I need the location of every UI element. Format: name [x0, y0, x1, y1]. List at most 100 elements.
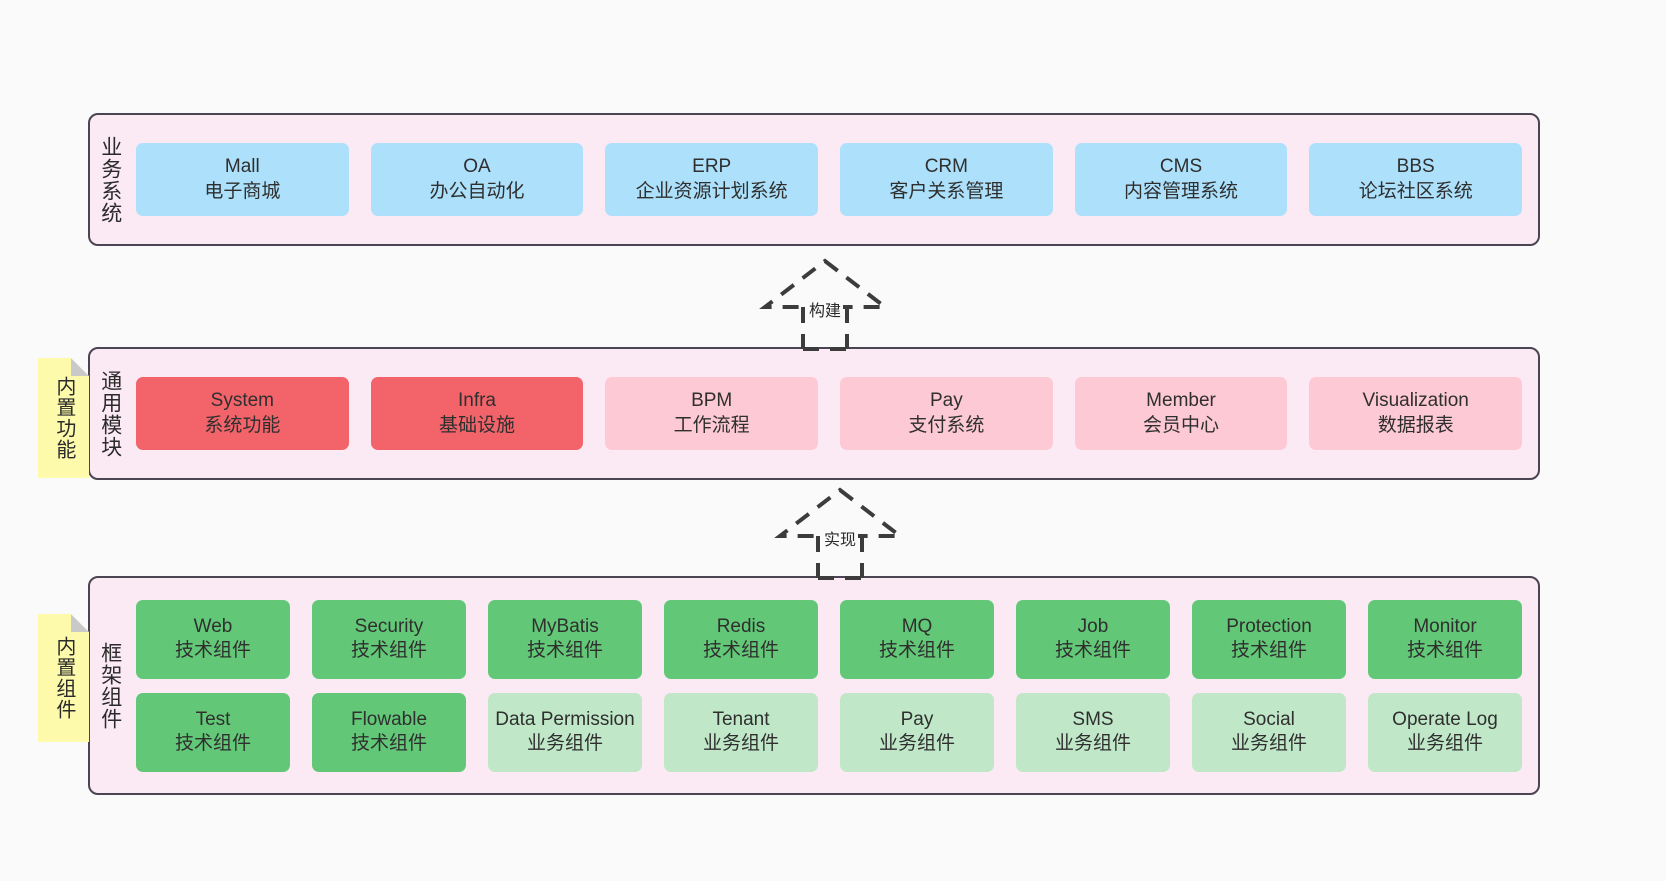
component-card-job[interactable]: Job 技术组件 [1016, 599, 1170, 679]
component-card-name: Pay [929, 390, 963, 412]
component-card-name: Operate Log [1392, 708, 1498, 730]
component-card-name: Mall [224, 156, 260, 178]
component-card-name: OA [463, 156, 491, 178]
component-card-subtitle: 数据报表 [1377, 414, 1454, 436]
component-card-protection[interactable]: Protection 技术组件 [1192, 599, 1346, 679]
component-card-mq[interactable]: MQ 技术组件 [840, 599, 994, 679]
component-card-name: Monitor [1413, 615, 1477, 637]
component-card-name: Job [1077, 615, 1109, 637]
component-card-sms[interactable]: SMS 业务组件 [1016, 692, 1170, 772]
component-card-subtitle: 电子商城 [204, 180, 281, 202]
component-card-name: MQ [901, 615, 933, 637]
component-card-subtitle: 技术组件 [702, 640, 779, 661]
component-card-subtitle: 基础设施 [439, 414, 516, 436]
component-card-name: Infra [457, 390, 497, 412]
component-card-name: Visualization [1362, 390, 1469, 412]
component-card-name: Flowable [350, 708, 428, 730]
component-card-subtitle: 工作流程 [673, 414, 750, 436]
component-card-subtitle: 技术组件 [174, 640, 251, 661]
component-card-subtitle: 技术组件 [350, 733, 427, 754]
component-card-name: SMS [1072, 708, 1114, 730]
sticky-note-label: 内置组件 [52, 636, 75, 720]
component-card-name: MyBatis [531, 615, 599, 637]
sticky-note-builtin-components: 内置组件 [38, 614, 89, 742]
component-card-subtitle: 支付系统 [908, 414, 985, 436]
sticky-note-label: 内置功能 [52, 376, 75, 460]
component-card-name: Redis [716, 615, 766, 637]
note-fold-corner-icon [71, 614, 89, 632]
generalization-arrow-realize: 实现 [760, 486, 920, 580]
component-card-name: Data Permission [495, 708, 635, 730]
component-card-subtitle: 企业资源计划系统 [635, 180, 788, 202]
component-card-subtitle: 业务组件 [878, 733, 955, 754]
component-card-subtitle: 论坛社区系统 [1358, 180, 1473, 202]
component-card-name: Tenant [712, 708, 770, 730]
component-card-subtitle: 技术组件 [350, 640, 427, 661]
component-card-name: Web [193, 615, 233, 637]
component-card-name: System [210, 390, 275, 412]
note-fold-corner-icon [71, 358, 89, 376]
layer-title-business: 业务系统 [98, 135, 122, 224]
layer-title-modules: 通用模块 [98, 369, 122, 458]
component-card-name: BPM [691, 390, 733, 412]
component-card-test[interactable]: Test 技术组件 [136, 692, 290, 772]
sticky-note-builtin-features: 内置功能 [38, 358, 89, 478]
component-card-subtitle: 业务组件 [1054, 733, 1131, 754]
component-card-subtitle: 业务组件 [1230, 733, 1307, 754]
arrow-label-realize: 实现 [821, 526, 859, 550]
component-card-name: Member [1146, 390, 1216, 412]
component-card-name: CMS [1159, 156, 1203, 178]
component-card-subtitle: 技术组件 [1054, 640, 1131, 661]
component-card-subtitle: 技术组件 [1230, 640, 1307, 661]
layer-title-framework: 框架组件 [98, 641, 122, 730]
component-card-subtitle: 客户关系管理 [889, 180, 1004, 202]
component-card-name: CRM [924, 156, 968, 178]
component-card-subtitle: 技术组件 [1406, 640, 1483, 661]
component-row: Test 技术组件 Flowable 技术组件 Data Permission 业务组件 T… [136, 692, 1522, 772]
arrow-label-build: 构建 [806, 297, 844, 321]
component-card-subtitle: 业务组件 [526, 733, 603, 754]
generalization-arrow-build: 构建 [745, 257, 905, 351]
component-card-subtitle: 系统功能 [204, 414, 281, 436]
component-card-name: Pay [900, 708, 934, 730]
component-card-mybatis[interactable]: MyBatis 技术组件 [488, 599, 642, 679]
component-card-redis[interactable]: Redis 技术组件 [664, 599, 818, 679]
component-card-web[interactable]: Web 技术组件 [136, 599, 290, 679]
component-card-subtitle: 办公自动化 [429, 180, 525, 202]
component-card-name: BBS [1396, 156, 1435, 178]
component-card-data-permission[interactable]: Data Permission 业务组件 [488, 692, 642, 772]
component-card-pay[interactable]: Pay 业务组件 [840, 692, 994, 772]
component-card-flowable[interactable]: Flowable 技术组件 [312, 692, 466, 772]
component-card-subtitle: 会员中心 [1143, 414, 1220, 436]
component-card-name: Protection [1226, 615, 1312, 637]
component-card-name: Test [195, 708, 231, 730]
component-card-monitor[interactable]: Monitor 技术组件 [1368, 599, 1522, 679]
component-card-subtitle: 技术组件 [174, 733, 251, 754]
component-card-subtitle: 技术组件 [878, 640, 955, 661]
component-card-subtitle: 技术组件 [526, 640, 603, 661]
